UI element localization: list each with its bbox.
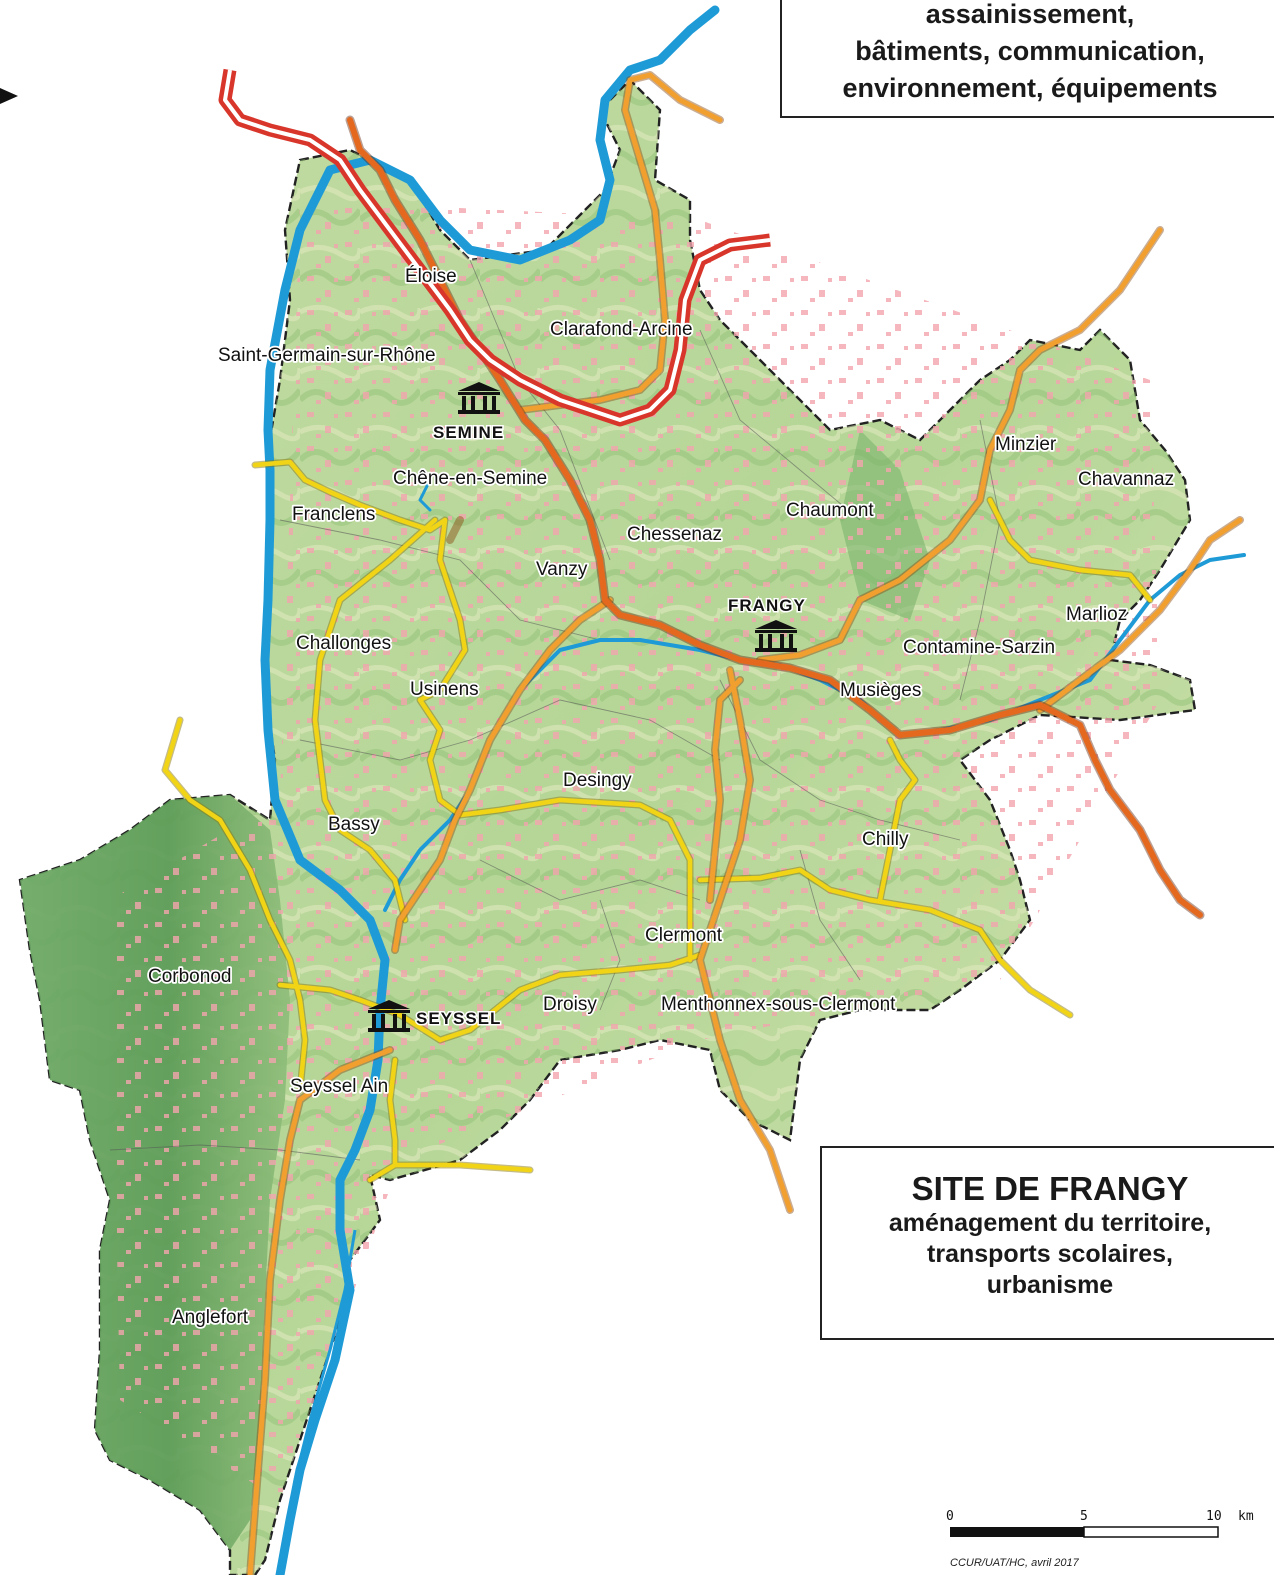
main-roads <box>345 115 1205 920</box>
north-arrow-icon <box>0 88 18 104</box>
label-usinens: Usinens <box>410 679 479 700</box>
seat-label-seyssel: SEYSSEL <box>416 1009 501 1028</box>
services-line-1: assainissement, <box>925 0 1135 29</box>
label-menthonnex-sous-clermont: Menthonnex-sous-Clermont <box>661 994 896 1015</box>
town-hall-icon <box>368 1000 410 1032</box>
road-minzier-frangy <box>757 227 1163 663</box>
road-marlioz <box>1037 517 1243 713</box>
services-line-3: environnement, équipements <box>842 73 1218 103</box>
label-minzier: Minzier <box>995 434 1057 455</box>
site-title: SITE DE FRANGY <box>911 1170 1189 1207</box>
road-minzier <box>987 497 1153 603</box>
road-clermont-east <box>697 867 1073 1018</box>
label-saint-germain-sur-rhone: Saint-Germain-sur-Rhône <box>218 345 436 366</box>
label-corbonod: Corbonod <box>148 966 231 987</box>
label-bassy: Bassy <box>328 814 380 835</box>
road-droisy <box>437 952 703 1043</box>
label-chilly: Chilly <box>862 829 909 850</box>
seat-label-frangy: FRANGY <box>728 596 806 615</box>
label-chaumont: Chaumont <box>786 500 874 521</box>
road-seyssel-west <box>277 982 443 1043</box>
label-contamine-sarzin: Contamine-Sarzin <box>903 637 1055 658</box>
railway <box>278 1229 357 1575</box>
town-hall-icon <box>458 382 500 414</box>
local-roads <box>161 458 1154 1184</box>
label-chessenaz: Chessenaz <box>627 524 722 545</box>
road-seyssel-anglefort <box>247 1047 393 1575</box>
road-n508 <box>347 117 1203 918</box>
road-challonges <box>312 517 438 923</box>
territory-area <box>18 78 1197 1575</box>
road-southeast <box>392 1162 533 1173</box>
label-eloise: Éloise <box>405 266 457 287</box>
scale-tick-10: 10 <box>1206 1509 1222 1524</box>
motorway-a40 <box>223 69 771 422</box>
rhone-river <box>260 5 720 1575</box>
road-seyssel-south <box>367 1057 398 1183</box>
label-vanzy: Vanzy <box>536 559 588 580</box>
services-box-top: assainissement, bâtiments, communication… <box>780 0 1274 118</box>
label-clarafond-arcine: Clarafond-Arcine <box>550 319 693 340</box>
label-musieges: Musièges <box>840 680 921 701</box>
road-clarafond <box>517 72 723 413</box>
label-marlioz: Marlioz <box>1066 604 1127 625</box>
label-desingy: Desingy <box>563 770 632 791</box>
label-seyssel-ain: Seyssel Ain <box>290 1076 388 1097</box>
road-desingy <box>457 797 693 963</box>
label-chavannaz: Chavannaz <box>1078 469 1174 490</box>
scale-tick-0: 0 <box>946 1509 954 1524</box>
road-corbonod <box>162 717 308 1093</box>
scale-bar: 0 5 10 km <box>946 1509 1254 1538</box>
seat-seyssel: SEYSSEL <box>368 1000 502 1032</box>
road-clermont-south <box>697 667 793 1213</box>
town-hall-icon <box>755 620 797 652</box>
road-vanzy-seyssel <box>392 597 613 953</box>
site-line-2: transports scolaires, <box>927 1240 1173 1268</box>
scale-tick-5: 5 <box>1080 1509 1088 1524</box>
scale-unit: km <box>1238 1509 1254 1524</box>
site-line-1: aménagement du territoire, <box>888 1209 1212 1237</box>
scale-bar-black-segment <box>950 1527 1084 1537</box>
road-frangy-clermont <box>707 677 743 903</box>
seat-semine: SEMINE <box>432 382 505 444</box>
services-line-2: bâtiments, communication, <box>855 36 1205 66</box>
label-challonges: Challonges <box>296 633 391 654</box>
site-line-3: urbanisme <box>986 1271 1114 1299</box>
label-clermont: Clermont <box>645 925 723 946</box>
scale-bar-white-segment <box>1083 1526 1219 1538</box>
label-franclens: Franclens <box>292 504 375 525</box>
map-credit: CCUR/UAT/HC, avril 2017 <box>950 1557 1080 1569</box>
road-franclens <box>252 459 468 818</box>
site-title-box: SITE DE FRANGY aménagement du territoire… <box>820 1146 1274 1340</box>
stream <box>418 478 432 512</box>
commune-labels: Éloise Clarafond-Arcine Saint-Germain-su… <box>146 264 1176 1330</box>
motorways <box>218 68 771 427</box>
label-anglefort: Anglefort <box>172 1307 249 1328</box>
secondary-roads <box>246 71 1244 1575</box>
label-chene-en-semine: Chêne-en-Semine <box>393 468 547 489</box>
seat-label-semine: SEMINE <box>433 423 504 442</box>
label-droisy: Droisy <box>543 994 597 1015</box>
road-chilly <box>877 737 918 903</box>
seat-frangy: FRANGY <box>727 595 806 652</box>
